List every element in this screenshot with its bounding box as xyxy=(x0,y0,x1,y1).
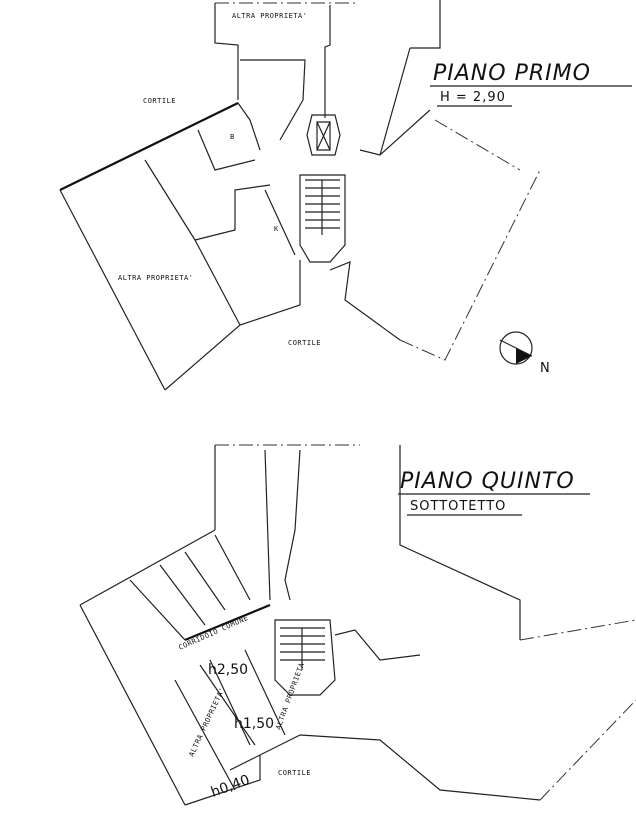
plan-title-piano-quinto: PIANO QUINTO xyxy=(400,469,575,494)
label-room-b: B xyxy=(230,133,235,141)
wall xyxy=(144,159,271,241)
wall xyxy=(324,5,331,118)
wall xyxy=(229,734,301,771)
stair-steps xyxy=(305,179,340,235)
stair-steps xyxy=(280,627,325,670)
wall xyxy=(194,239,241,326)
height-label-2-50: h2,50 xyxy=(208,662,248,678)
label-cortile-left: CORTILE xyxy=(143,97,176,105)
plan-title-piano-primo: PIANO PRIMO xyxy=(433,61,591,86)
wall xyxy=(164,260,301,391)
plan-piano-quinto: CORRIDOIO COMUNE ALTRA PROPRIETA' ALTRA … xyxy=(79,444,636,806)
wall xyxy=(79,604,186,806)
height-label-1-50: h1,50 xyxy=(234,716,274,732)
corridor-wall xyxy=(264,449,301,601)
wall-exterior xyxy=(59,102,239,191)
height-label-0-40: h0,40 xyxy=(209,772,252,801)
boundary-line xyxy=(399,119,541,361)
label-altra-proprieta-left: ALTRA PROPRIETA' xyxy=(188,686,227,758)
height-note: H = 2,90 xyxy=(440,90,506,105)
label-room-k: K xyxy=(274,225,279,233)
wall xyxy=(329,47,431,341)
wall-exterior xyxy=(184,603,271,642)
stair-core xyxy=(274,619,336,696)
wall xyxy=(410,0,441,49)
label-altra-proprieta-right: ALTRA PROPRIETA' xyxy=(274,657,307,731)
label-cortile: CORTILE xyxy=(278,769,311,777)
plan-subtitle-sottotetto: SOTTOTETTO xyxy=(410,499,506,514)
stair-core xyxy=(299,174,346,263)
wall xyxy=(184,755,261,806)
label-altra-proprieta-left: ALTRA PROPRIETA' xyxy=(118,274,193,282)
partition xyxy=(174,649,286,791)
partition xyxy=(129,534,251,641)
plan-piano-primo: ALTRA PROPRIETA' CORTILE B K ALTRA PROPR… xyxy=(59,0,632,391)
north-arrow-icon xyxy=(499,331,533,365)
label-cortile-bottom: CORTILE xyxy=(288,339,321,347)
wall xyxy=(399,445,521,640)
wall xyxy=(214,3,239,100)
wall xyxy=(197,129,256,171)
wall xyxy=(59,189,166,391)
wall xyxy=(264,189,296,256)
wall xyxy=(299,629,541,801)
wall xyxy=(240,59,306,141)
boundary-line xyxy=(519,619,636,801)
label-corridoio-comune: CORRIDOIO COMUNE xyxy=(178,614,250,652)
wall xyxy=(79,445,216,606)
lift-shaft xyxy=(306,114,341,156)
wall xyxy=(237,102,261,151)
north-label: N xyxy=(540,361,551,376)
label-altra-proprieta-top: ALTRA PROPRIETA' xyxy=(232,12,307,20)
